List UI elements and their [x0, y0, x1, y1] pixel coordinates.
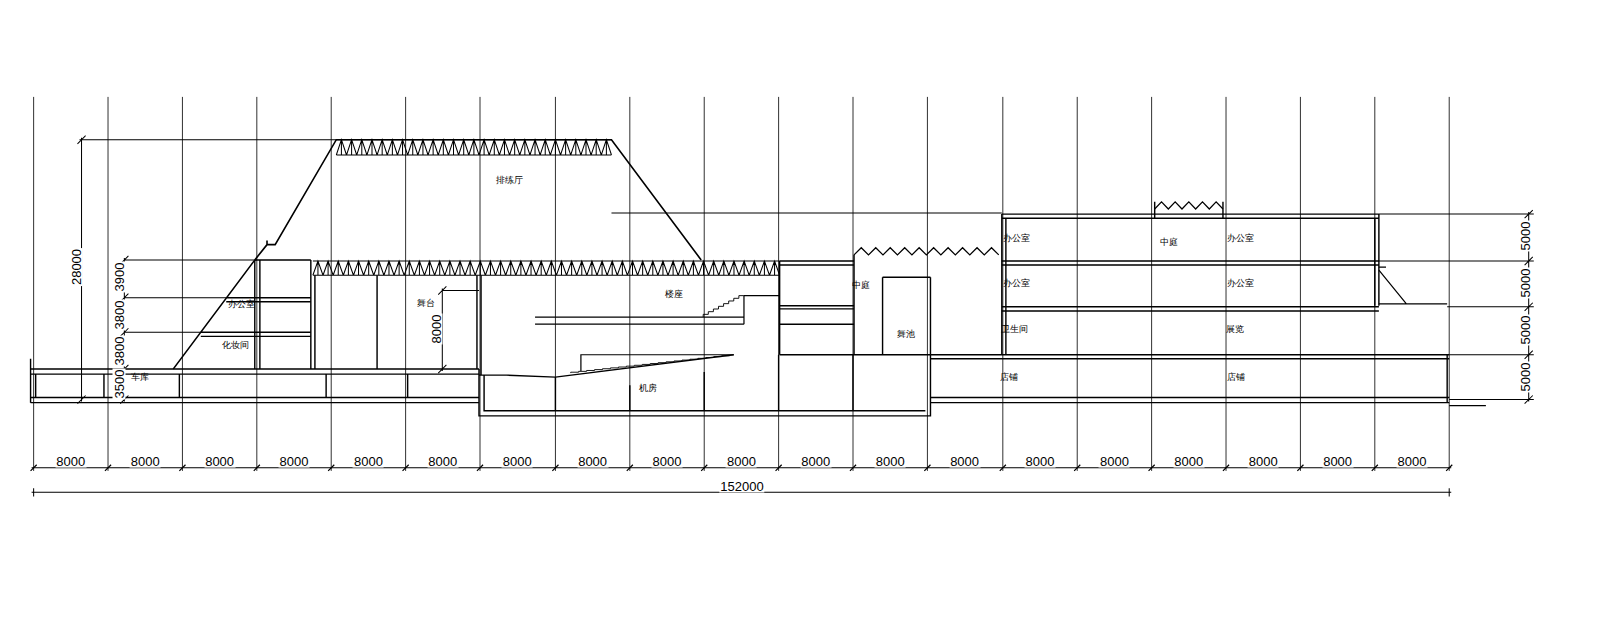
balcony	[535, 296, 780, 371]
dimension-text: 8000	[130, 454, 161, 467]
axis-lines	[34, 97, 1450, 471]
dimension-text: 5000	[1518, 362, 1531, 393]
dimension-text: 8000	[949, 454, 980, 467]
dimension-text: 8000	[430, 314, 443, 345]
dimension-text: 8000	[427, 454, 458, 467]
rehearsal-hall	[255, 140, 701, 260]
dimension-text: 8000	[726, 454, 757, 467]
room-label: 店铺	[999, 373, 1019, 382]
dimension-text: 8000	[1025, 454, 1056, 467]
room-label: 店铺	[1226, 373, 1246, 382]
room-label: 舞台	[416, 298, 436, 307]
dimension-text: 3500	[113, 369, 126, 400]
room-label: 卫生间	[1000, 325, 1029, 334]
skylight-roof	[1155, 202, 1223, 209]
dimension-text: 5000	[1518, 268, 1531, 299]
room-label: 办公室	[1002, 233, 1031, 242]
room-label: 化妆间	[221, 340, 250, 349]
dimension-line	[32, 468, 1452, 497]
dimension-text: 8000	[204, 454, 235, 467]
room-label: 机房	[638, 384, 658, 393]
top-extension	[79, 140, 1001, 213]
dimension-text: 3900	[113, 262, 126, 293]
dimension-text: 8000	[353, 454, 384, 467]
room-label: 办公室	[227, 299, 256, 308]
room-label: 排练厅	[495, 176, 524, 185]
truss	[313, 261, 780, 275]
dimension-text: 152000	[719, 480, 764, 493]
dimension-text: 5000	[1518, 221, 1531, 252]
dimension-text: 8000	[1322, 454, 1353, 467]
room-label: 中庭	[1159, 237, 1179, 246]
dimension-text: 8000	[279, 454, 310, 467]
room-label: 展览	[1225, 325, 1245, 334]
dimension-text: 8000	[800, 454, 831, 467]
dimension-text: 8000	[1248, 454, 1279, 467]
room-label: 舞池	[896, 330, 916, 339]
skylight-roof	[854, 248, 999, 255]
stair-seating	[571, 356, 730, 373]
stage	[311, 260, 481, 375]
room-label: 办公室	[1002, 279, 1031, 288]
dimension-text: 5000	[1518, 315, 1531, 346]
room-label: 楼座	[664, 289, 684, 298]
dimension-text: 28000	[70, 248, 83, 286]
dimension-text: 8000	[1397, 454, 1428, 467]
dimension-text: 8000	[1173, 454, 1204, 467]
room-label: 中庭	[851, 281, 871, 290]
dimension-text: 3800	[113, 300, 126, 331]
right-building	[930, 202, 1449, 403]
room-label: 办公室	[1226, 279, 1255, 288]
room-label: 办公室	[1226, 233, 1255, 242]
dimension-line	[1379, 210, 1534, 404]
office-block	[173, 260, 311, 369]
room-label: 车库	[130, 373, 150, 382]
dimension-text: 8000	[875, 454, 906, 467]
dimension-text: 8000	[652, 454, 683, 467]
basement	[479, 355, 930, 416]
dimension-line	[438, 286, 479, 373]
stair-seating	[703, 296, 744, 317]
dimension-text: 3800	[113, 335, 126, 366]
right-canopy	[1379, 267, 1486, 406]
truss	[336, 140, 611, 155]
dimension-text: 8000	[502, 454, 533, 467]
dimension-text: 8000	[1099, 454, 1130, 467]
dimension-text: 8000	[55, 454, 86, 467]
middle-block	[780, 255, 931, 355]
dimension-text: 8000	[577, 454, 608, 467]
dimension-line	[120, 256, 257, 404]
